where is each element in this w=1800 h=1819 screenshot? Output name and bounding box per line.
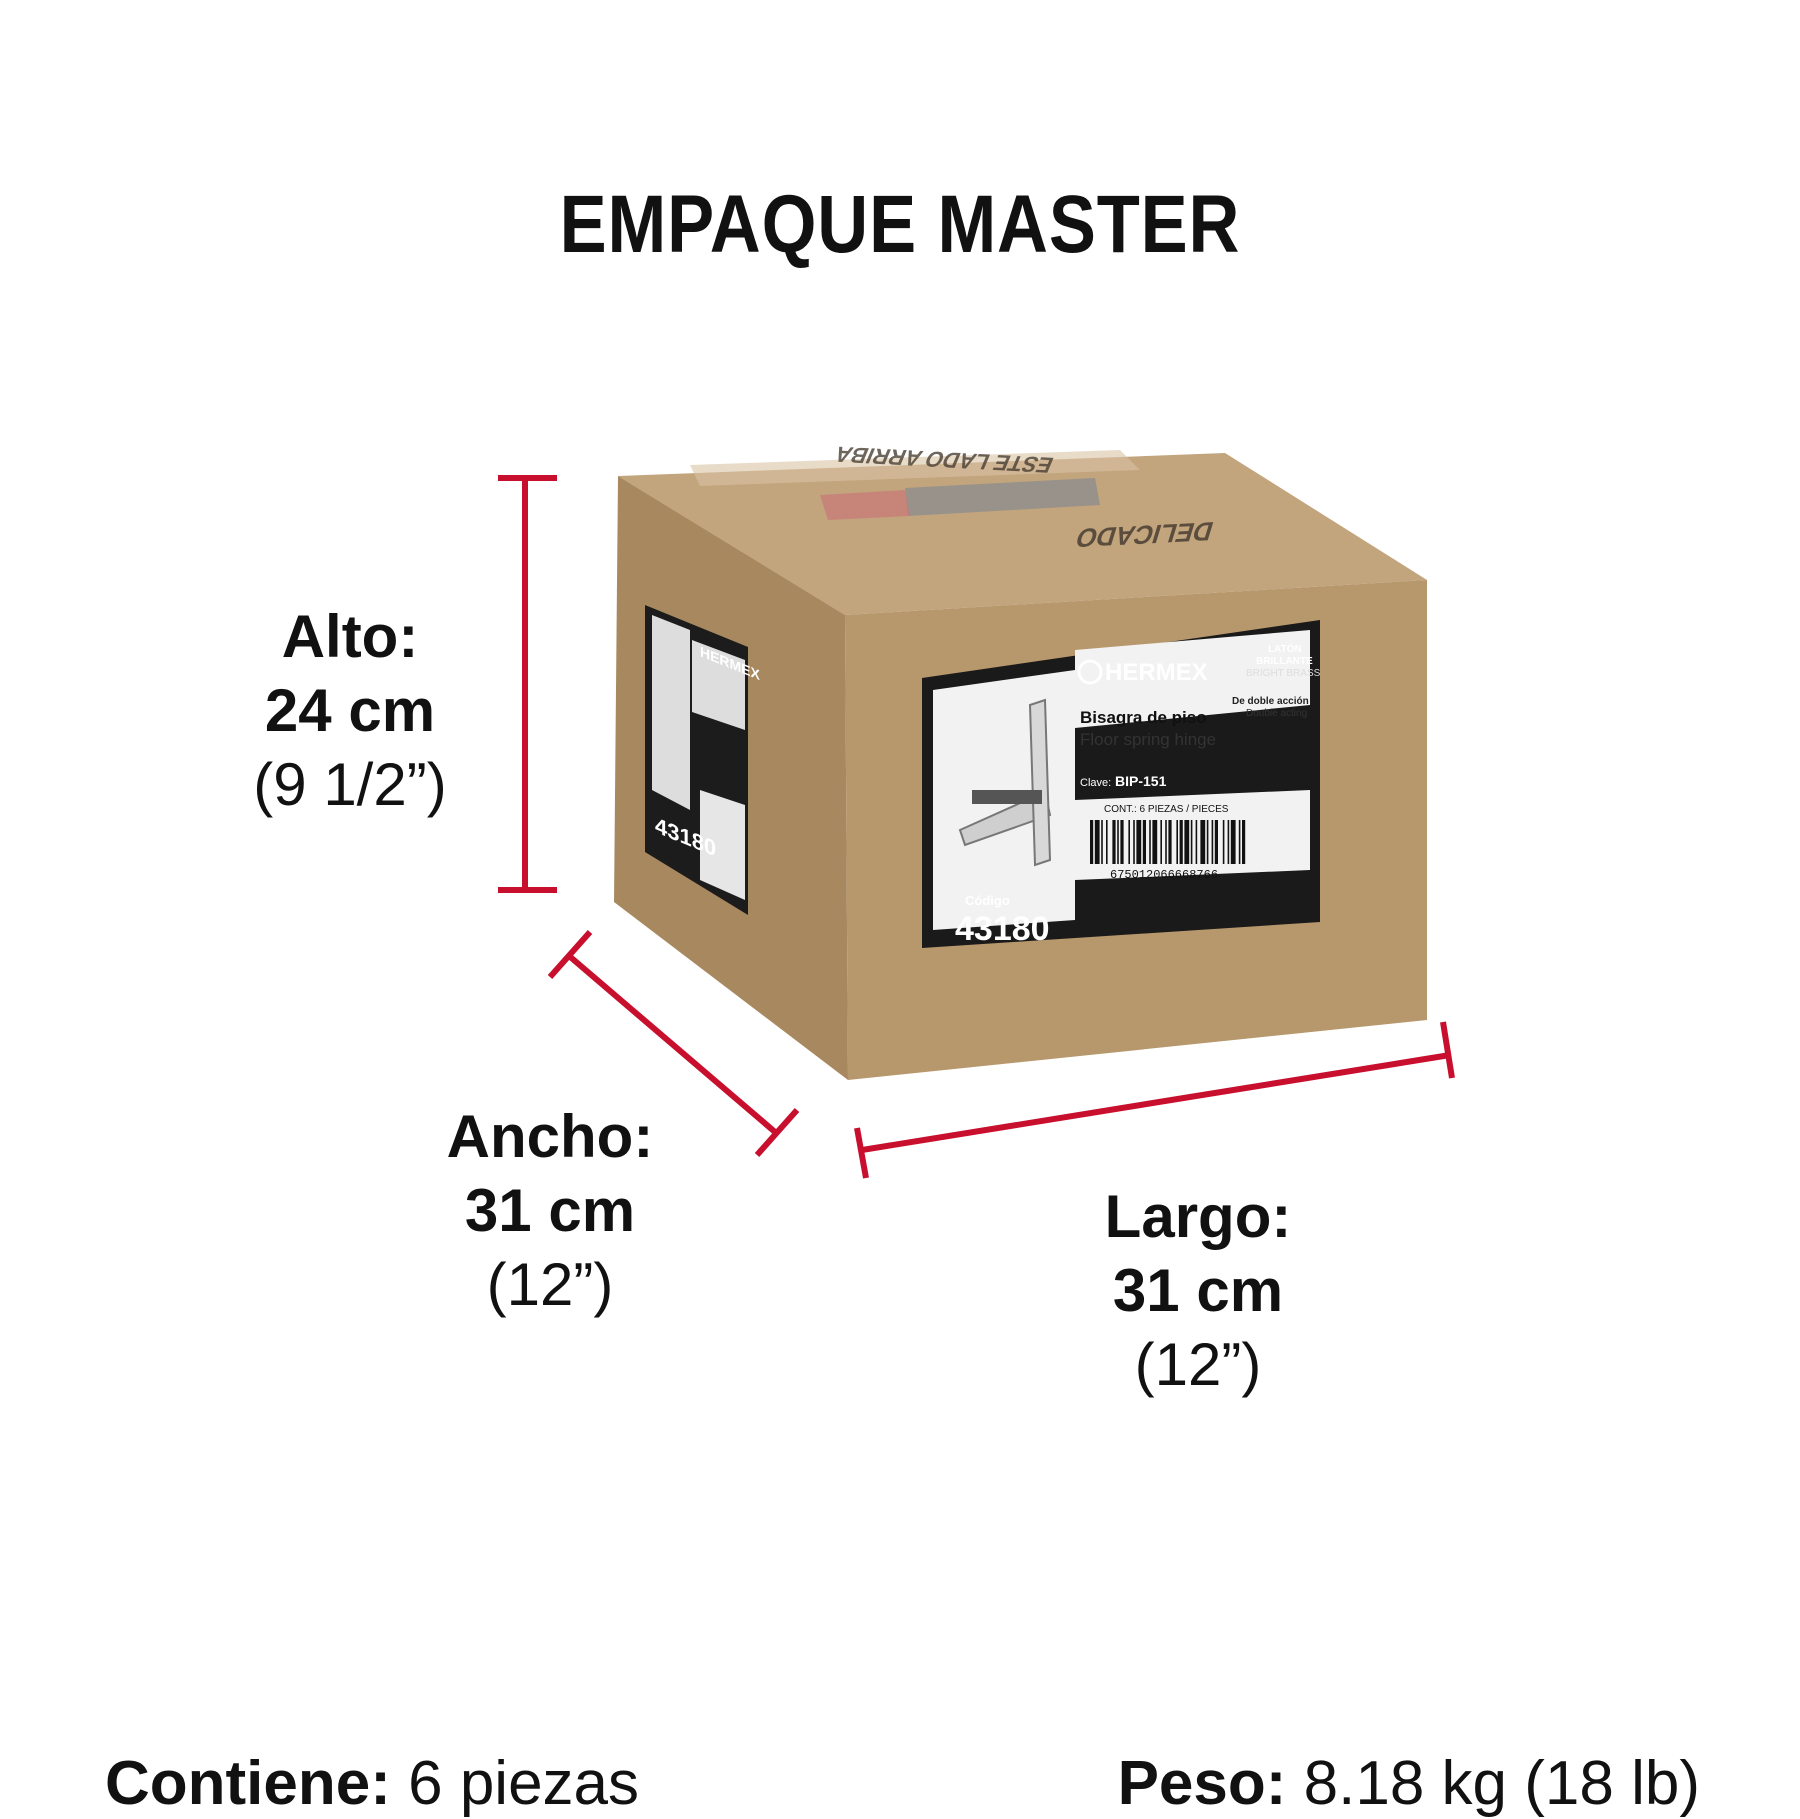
largo-metric: 31 cm (1112, 1257, 1284, 1324)
ancho-line (566, 952, 777, 1135)
alto-metric: 24 cm (264, 677, 436, 744)
front-action-en: Double acting (1246, 708, 1307, 719)
weight-label: Peso: (1117, 1749, 1287, 1818)
contents-label: Contiene: (105, 1749, 391, 1818)
ancho-metric: 31 cm (464, 1177, 636, 1244)
front-material-2: BRILLANTE (1256, 656, 1313, 667)
box-top-sticker-red (820, 490, 910, 520)
largo-line (861, 1052, 1451, 1153)
largo-dimension: Largo: 31 cm (12”) (1048, 1180, 1348, 1402)
page-title: EMPAQUE MASTER (559, 179, 1241, 270)
front-cont: CONT.: 6 PIEZAS / PIECES (1104, 804, 1229, 815)
largo-imperial: (12”) (1134, 1331, 1262, 1398)
ancho-cap-top (547, 930, 593, 979)
weight-info: Peso: 8.18 kg (18 lb) (1118, 1748, 1700, 1819)
front-material-en: BRIGHT BRASS (1246, 668, 1321, 679)
box-top-sticker (905, 478, 1100, 516)
alto-imperial: (9 1/2”) (253, 751, 447, 818)
ancho-dimension: Ancho: 31 cm (12”) (400, 1100, 700, 1322)
largo-label: Largo: (1104, 1183, 1292, 1250)
front-material-1: LATÓN (1268, 642, 1302, 655)
front-action-es: De doble acción (1232, 696, 1309, 707)
alto-label: Alto: (281, 603, 419, 670)
barcode-number: 675012066668766 (1110, 868, 1218, 882)
largo-cap-left (854, 1127, 869, 1179)
largo-cap-right (1440, 1021, 1455, 1079)
box-tape (690, 450, 1140, 486)
front-codigo-label: Código (965, 893, 1010, 908)
side-label: HERMEX 43180 (645, 605, 760, 915)
front-codigo: 43180 (955, 910, 1050, 948)
front-product-en: Floor spring hinge (1080, 730, 1216, 749)
contents-info: Contiene: 6 piezas (105, 1748, 639, 1819)
ancho-label: Ancho: (446, 1103, 654, 1170)
weight-value: 8.18 kg (18 lb) (1303, 1749, 1700, 1818)
alto-dimension: Alto: 24 cm (9 1/2”) (200, 600, 500, 822)
box-top-face (618, 453, 1427, 615)
barcode (1090, 820, 1246, 864)
ancho-imperial: (12”) (486, 1251, 614, 1318)
contents-value: 6 piezas (408, 1749, 640, 1818)
front-product-es: Bisagra de piso (1080, 708, 1207, 727)
front-clave-label: Clave: (1080, 777, 1111, 789)
front-brand: HERMEX (1105, 659, 1208, 686)
front-clave: BIP-151 (1115, 773, 1167, 789)
ancho-cap-bottom (754, 1108, 800, 1157)
front-label: HERMEX LATÓN BRILLANTE BRIGHT BRASS Bisa… (922, 620, 1321, 948)
dimension-lines (498, 475, 1455, 1179)
